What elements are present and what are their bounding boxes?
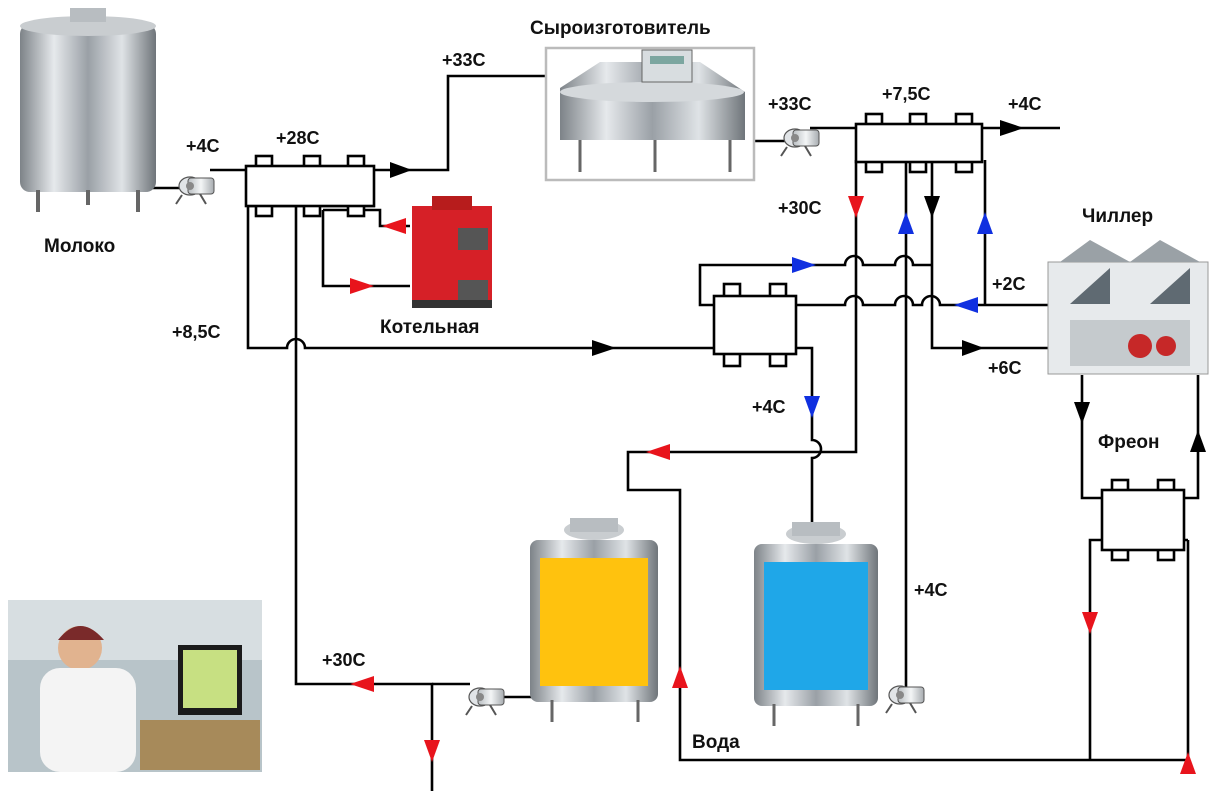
temp-hot-tank-in: +30С xyxy=(322,650,366,670)
freon-label: Фреон xyxy=(1098,432,1159,453)
cold-pump-icon xyxy=(885,685,925,714)
arrow-hot-down xyxy=(424,740,440,762)
hx3-upper-loop xyxy=(698,254,932,307)
hx3-lower-loop xyxy=(790,294,1055,307)
temp-after-hx1: +28С xyxy=(276,128,320,148)
chiller-icon xyxy=(1047,240,1209,375)
arrow-blue-up-1 xyxy=(898,212,914,234)
arrow-blue-up-2 xyxy=(977,212,993,234)
hot-pump-line xyxy=(432,682,535,699)
boiler-room-label: Котельная xyxy=(380,317,479,338)
temp-chiller-supply: +2С xyxy=(992,274,1026,294)
cold-tank-icon xyxy=(754,522,878,726)
heat-exchanger-freon xyxy=(1100,478,1186,562)
milk-label: Молоко xyxy=(44,236,115,257)
operator-photo xyxy=(8,600,262,772)
freon-lower xyxy=(1088,538,1188,760)
arrow-chiller-down xyxy=(924,196,940,218)
arrow-tank-feed xyxy=(646,444,670,460)
text-labels: Молоко Сыроизготовитель Котельная Чиллер… xyxy=(44,18,1159,753)
chiller-label: Чиллер xyxy=(1082,206,1153,227)
arrow-out-right xyxy=(1000,120,1024,136)
hx3-bottom xyxy=(790,346,823,530)
arrow-freon-down xyxy=(1074,402,1090,424)
boiler-icon xyxy=(412,196,492,308)
temp-to-cheese-maker: +33С xyxy=(442,50,486,70)
temp-cold-after-hx3: +4С xyxy=(752,397,786,417)
arrow-6c-right xyxy=(962,340,984,356)
hot-tank-icon xyxy=(530,518,658,722)
cheese-maker-label: Сыроизготовитель xyxy=(530,18,711,39)
hot-return-vertical xyxy=(294,206,434,791)
arrow-30c-down xyxy=(848,196,864,218)
heat-exchanger-2 xyxy=(854,112,984,174)
heat-exchanger-3 xyxy=(712,282,798,368)
hot-pump-icon xyxy=(465,687,505,716)
arrow-water-up xyxy=(672,666,688,688)
temp-hot-water-down: +30С xyxy=(778,198,822,218)
milk-pump-icon xyxy=(175,176,215,205)
temp-chiller-return: +6С xyxy=(988,358,1022,378)
temp-milk-in: +4С xyxy=(186,136,220,156)
water-label: Вода xyxy=(692,732,740,753)
heat-exchanger-1 xyxy=(244,154,376,218)
temp-after-hx2: +7,5С xyxy=(882,84,931,104)
temp-return-8-5: +8,5С xyxy=(172,322,221,342)
hx2-hot-down xyxy=(626,160,1190,762)
arrow-blue-down xyxy=(804,396,820,418)
temp-cold-tank-out: +4С xyxy=(914,580,948,600)
arrow-boiler-in xyxy=(382,218,406,234)
arrow-bottom-up xyxy=(1180,752,1196,774)
cheese-vat-icon xyxy=(544,46,756,182)
hx2-cold-up xyxy=(895,160,908,692)
arrow-blue-left xyxy=(954,297,978,313)
hx2-chiller-return xyxy=(930,160,1055,350)
arrow-milk-right xyxy=(390,162,412,178)
temp-cheese-out: +33С xyxy=(768,94,812,114)
arrow-freon-up xyxy=(1190,430,1206,452)
arrow-blue-right xyxy=(792,257,816,273)
arrow-boiler-out xyxy=(350,278,374,294)
temp-final-out: +4С xyxy=(1008,94,1042,114)
arrow-30c-left xyxy=(350,676,374,692)
cheese-pump-icon xyxy=(780,128,820,157)
milk-tank-icon xyxy=(20,8,156,212)
flow-arrows xyxy=(350,120,1206,774)
arrow-right-down xyxy=(1082,612,1098,634)
arrow-8-5-right xyxy=(592,340,616,356)
